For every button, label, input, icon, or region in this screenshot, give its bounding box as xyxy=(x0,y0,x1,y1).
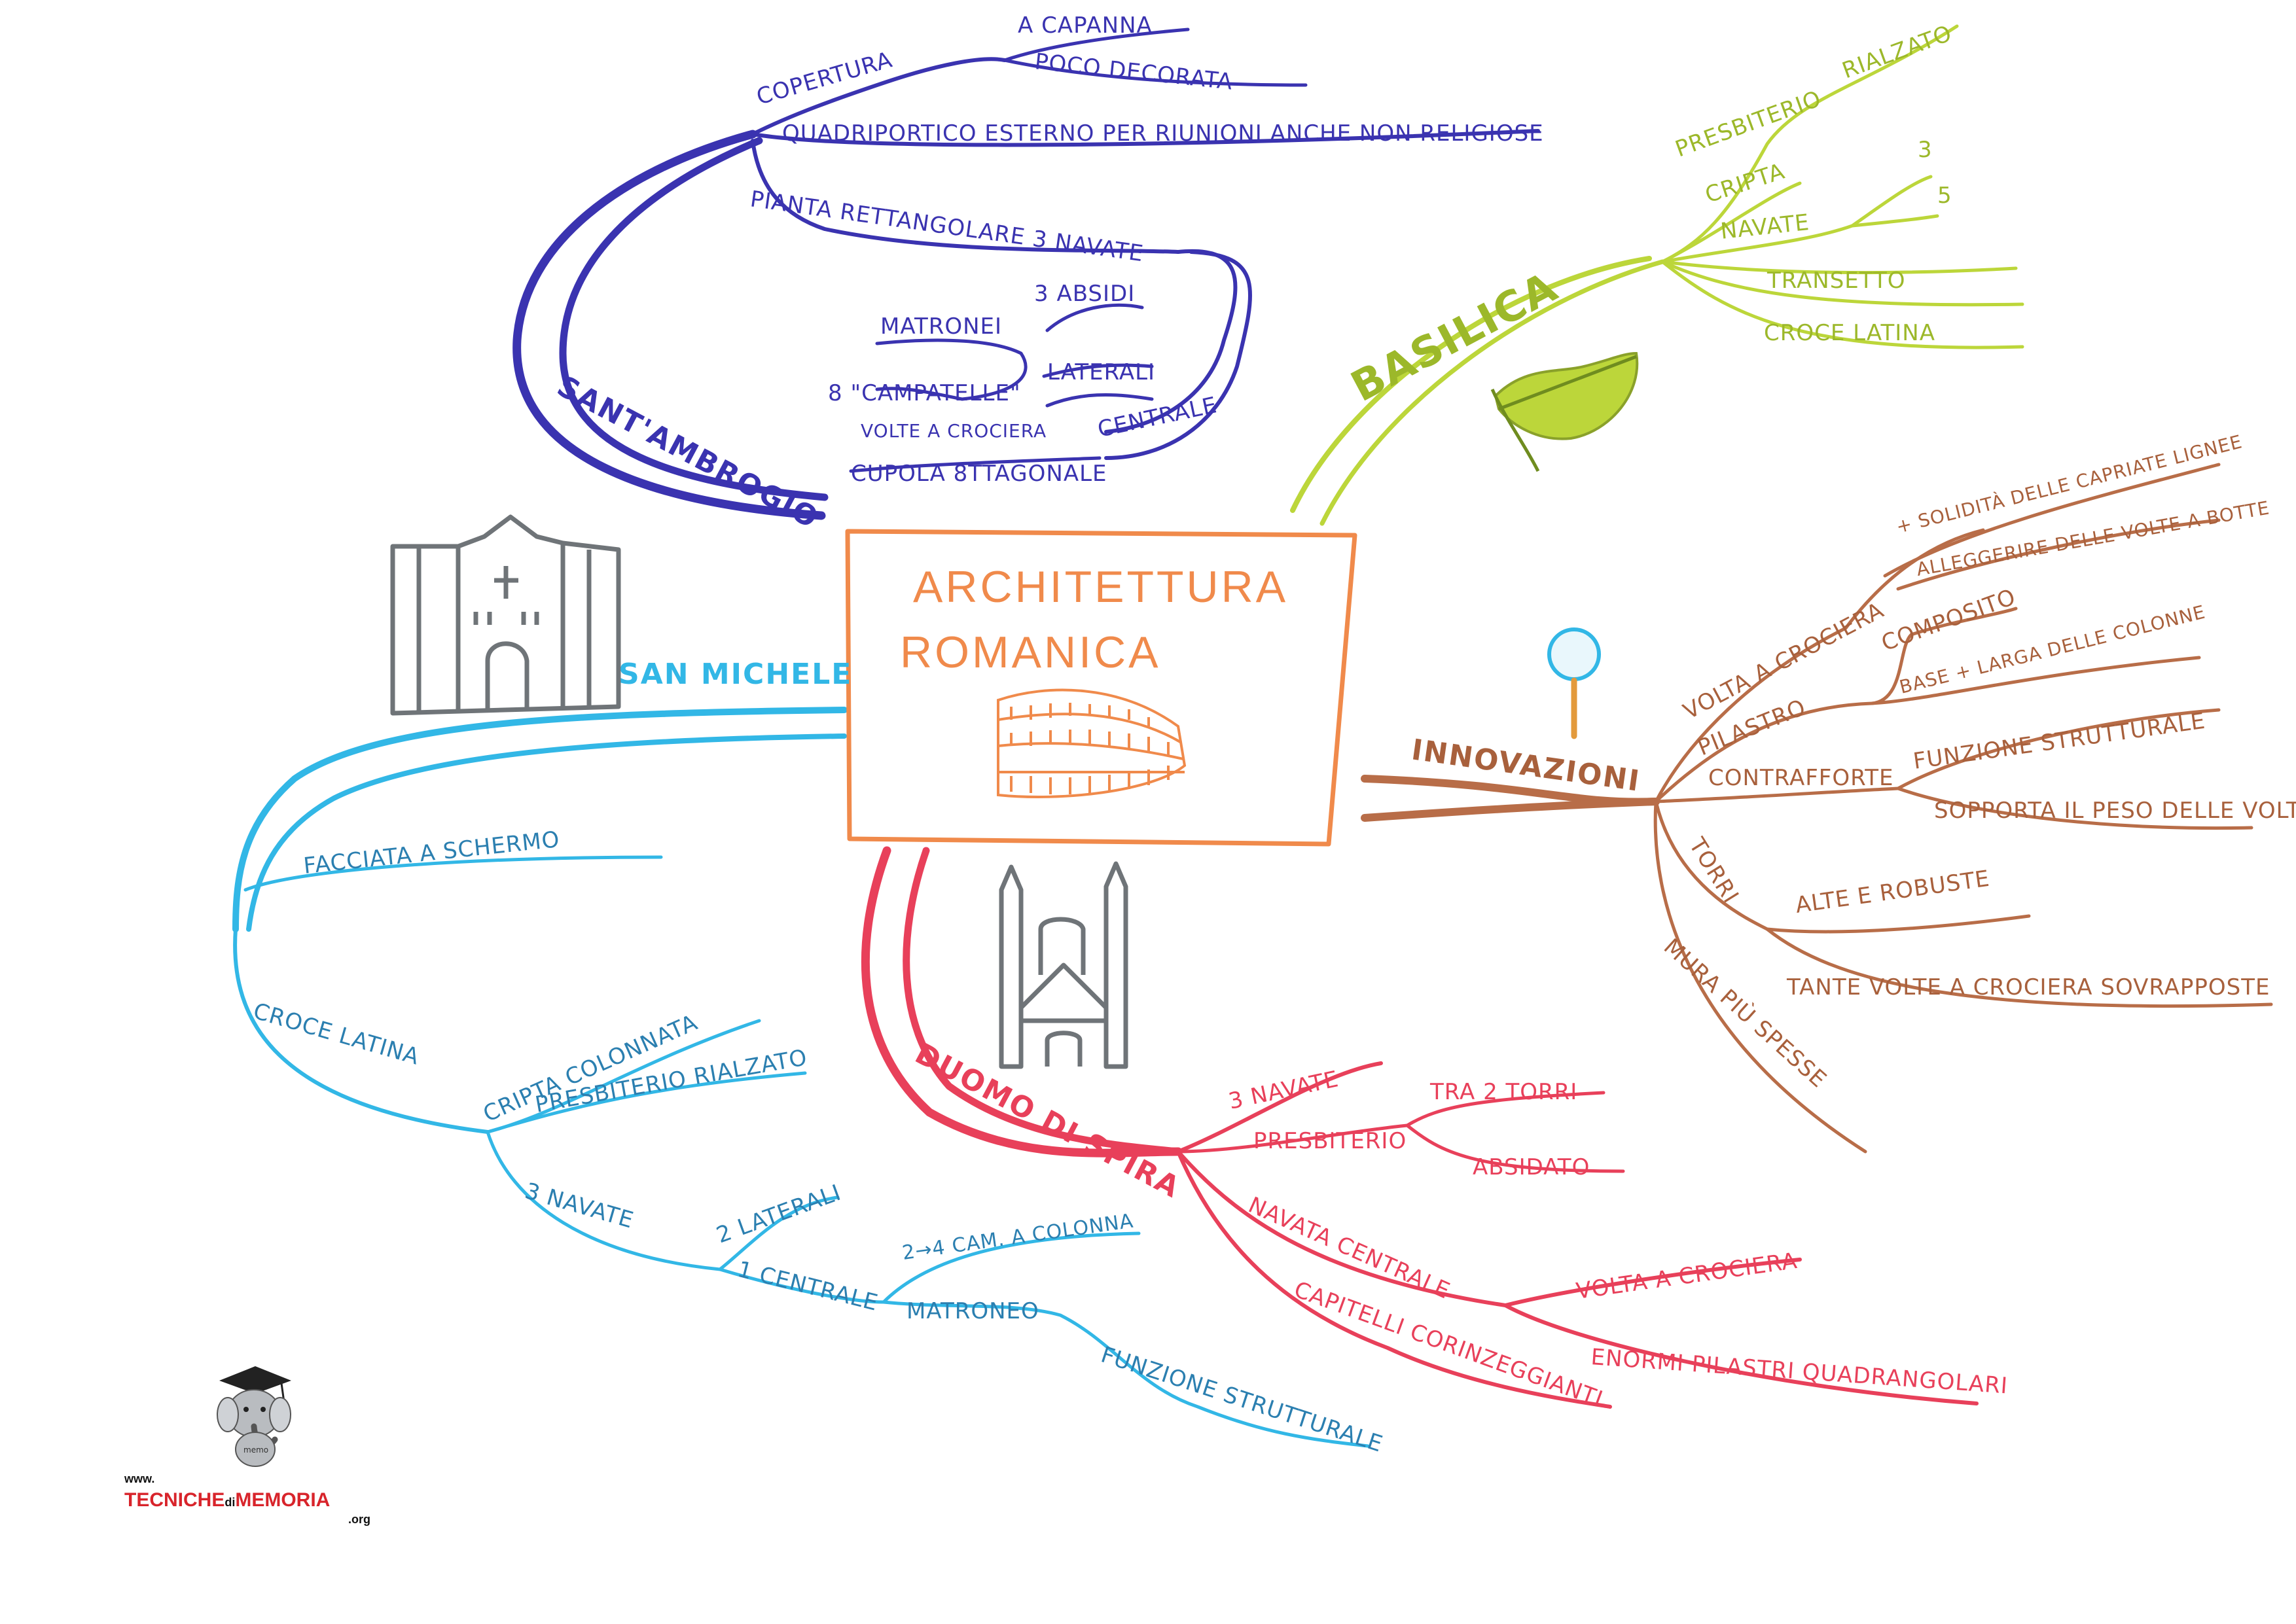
node-matronei: MATRONEI xyxy=(880,313,1002,340)
node-5: 5 xyxy=(1937,183,1952,209)
node-croce-latina: CROCE LATINA xyxy=(1764,320,1935,346)
node-navata-centrale: NAVATA CENTRALE xyxy=(1244,1192,1454,1305)
node-2-laterali: 2 LATERALI xyxy=(713,1180,844,1249)
labels-sanmichele-detail: FACCIATA A SCHERMO CROCE LATINA CRIPTA C… xyxy=(251,826,1386,1458)
logo-www: www. xyxy=(124,1472,155,1485)
node-contrafforte: CONTRAFFORTE xyxy=(1708,765,1894,791)
node-cripta: CRIPTA xyxy=(1702,158,1788,209)
colosseum-icon xyxy=(997,688,1187,798)
node-3-absidi: 3 ABSIDI xyxy=(1034,281,1135,307)
node-3-navate: 3 NAVATE xyxy=(522,1178,637,1234)
node-enormi-pilastri: ENORMI PILASTRI QUADRANGOLARI xyxy=(1590,1344,2009,1399)
node-sopportare: SOPPORTA IL PESO DELLE VOLTE xyxy=(1934,798,2296,824)
magnifier-icon xyxy=(1547,627,1601,739)
labels-innovazioni: INNOVAZIONI VOLTA A CROCIERA + SOLIDITÀ … xyxy=(1409,430,2296,1093)
node-volte-a-crociera: VOLTE A CROCIERA xyxy=(861,420,1047,442)
node-tante-volte: TANTE VOLTE A CROCIERA SOVRAPPOSTE xyxy=(1786,974,2270,1000)
logo-brand: TECNICHEdiMEMORIA xyxy=(124,1489,330,1511)
node-copertura: COPERTURA xyxy=(753,46,895,110)
node-a-capanna: A CAPANNA xyxy=(1018,12,1153,39)
node-san-michele: SAN MICHELE xyxy=(619,658,852,691)
node-quadriportico: QUADRIPORTICO ESTERNO PER RIUNIONI ANCHE… xyxy=(782,120,1544,147)
node-poco-decorata: POCO DECORATA xyxy=(1033,48,1234,96)
logo-tecniche: TECNICHE xyxy=(124,1489,225,1511)
branch-duomo xyxy=(861,846,1979,1409)
node-mura: MURA PIÙ SPESSE xyxy=(1659,933,1832,1093)
node-funzione-strutturale: FUNZIONE STRUTTURALE xyxy=(1912,708,2207,775)
node-pianta-rettangolare: PIANTA RETTANGOLARE 3 NAVATE xyxy=(749,186,1145,267)
branch-sanmichele xyxy=(232,707,1370,1448)
central-topic: ARCHITETTURA ROMANICA xyxy=(845,529,1357,847)
central-title-line2: ROMANICA xyxy=(900,627,1160,677)
node-1-centrale: 1 CENTRALE xyxy=(735,1256,881,1316)
node-laterali: LATERALI xyxy=(1047,359,1155,385)
labels-santambrogio: SANT'AMBROGIO COPERTURA A CAPANNA POCO D… xyxy=(552,12,1544,536)
duomo-di-spira-church-icon xyxy=(999,861,1128,1069)
branch-innovazioni xyxy=(1361,463,2273,1154)
node-santambrogio: SANT'AMBROGIO xyxy=(552,370,825,536)
node-alte-e-robuste: ALTE E ROBUSTE xyxy=(1794,866,1992,919)
logo-di: di xyxy=(224,1496,236,1509)
node-croce-latina: CROCE LATINA xyxy=(251,998,423,1070)
mascot-label: memo xyxy=(243,1445,268,1455)
tecniche-di-memoria-logo: memo www. TECNICHEdiMEMORIA .org xyxy=(118,1361,406,1531)
logo-memoria: MEMORIA xyxy=(235,1489,331,1511)
node-facciata: FACCIATA A SCHERMO xyxy=(302,826,562,879)
logo-org: .org xyxy=(348,1513,370,1526)
node-3: 3 xyxy=(1918,137,1933,163)
branch-basilica xyxy=(1290,24,2024,526)
node-rialzato: RIALZATO xyxy=(1839,20,1955,84)
elephant-mascot-icon: memo xyxy=(217,1366,291,1467)
node-3-navate: 3 NAVATE xyxy=(1227,1066,1342,1115)
san-michele-church-icon xyxy=(390,514,621,716)
node-tra-2-torri: TRA 2 TORRI xyxy=(1429,1079,1577,1105)
node-8-campatelle: 8 "CAMPATELLE" xyxy=(828,380,1021,406)
labels-sanmichele: SAN MICHELE xyxy=(619,658,852,691)
node-composito: COMPOSITO xyxy=(1878,584,2019,656)
node-matroneo: MATRONEO xyxy=(906,1298,1039,1324)
node-volta-a-crociera: VOLTA A CROCIERA xyxy=(1575,1248,1799,1305)
branch-santambrogio xyxy=(512,27,1540,520)
node-cupola: CUPOLA 8TTAGONALE xyxy=(851,461,1107,487)
leaf-icon xyxy=(1490,351,1639,472)
node-funzione-strutturale: FUNZIONE STRUTTURALE xyxy=(1098,1342,1386,1458)
node-centrale: CENTRALE xyxy=(1096,392,1220,443)
node-presbiterio: PRESBITERIO xyxy=(1672,86,1825,163)
node-transetto: TRANSETTO xyxy=(1767,268,1905,294)
node-presbiterio: PRESBITERIO xyxy=(1253,1128,1407,1154)
central-title-line1: ARCHITETTURA xyxy=(913,562,1288,612)
node-campate: 2→4 CAM. A COLONNA xyxy=(901,1210,1135,1265)
node-absidato: ABSIDATO xyxy=(1473,1154,1590,1180)
